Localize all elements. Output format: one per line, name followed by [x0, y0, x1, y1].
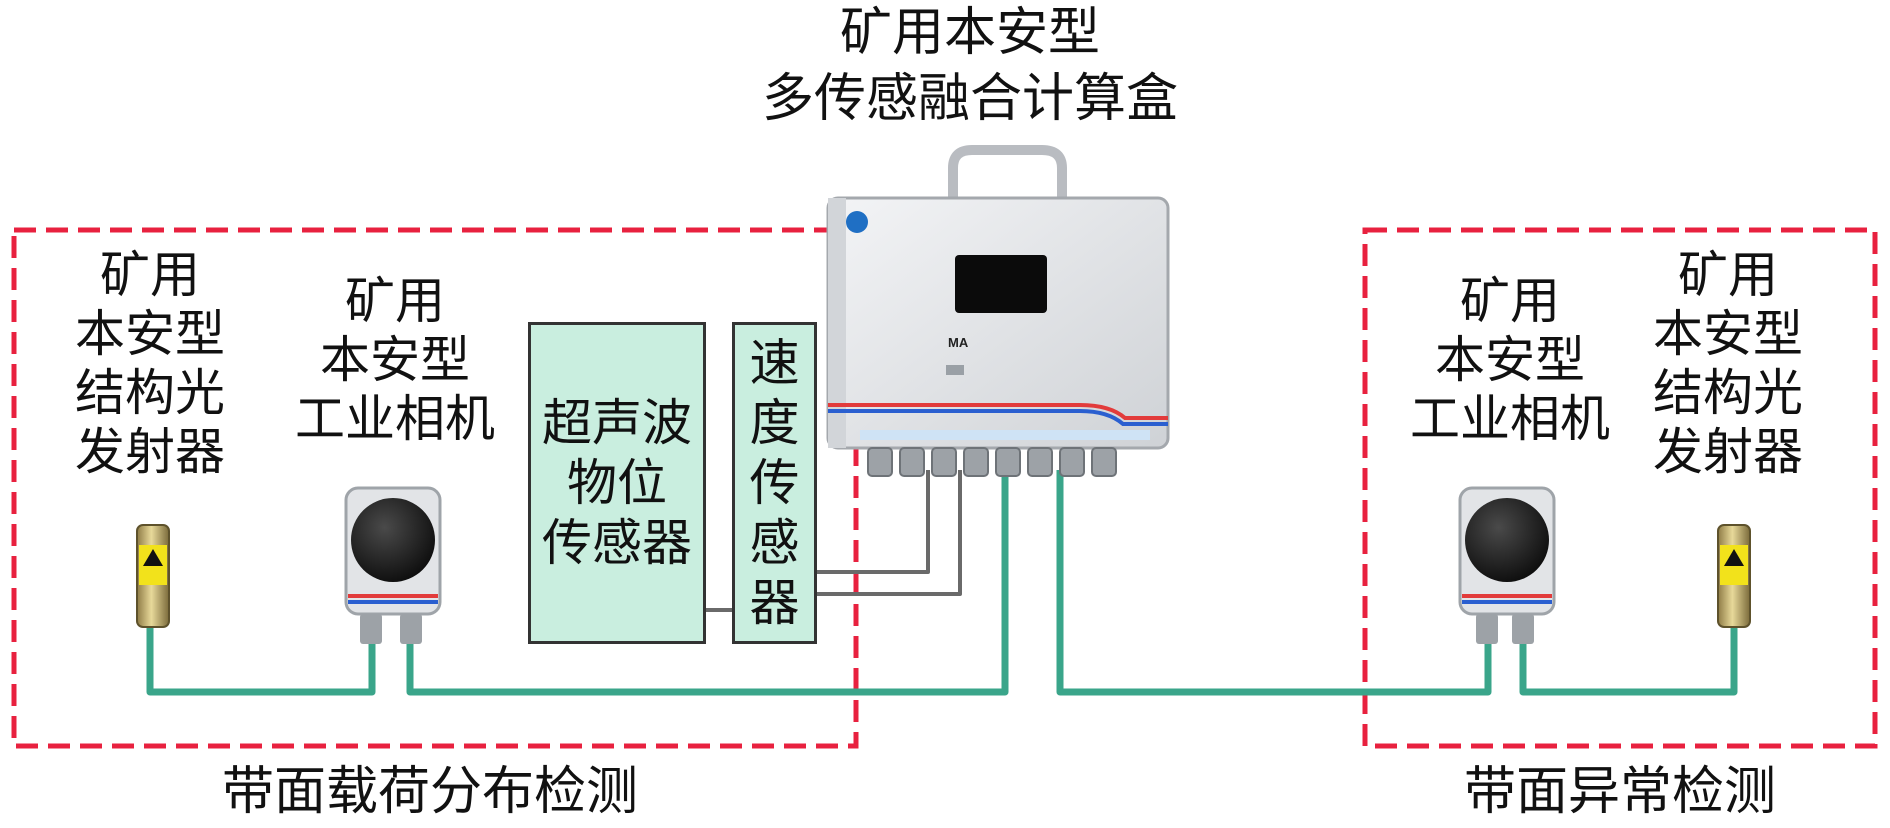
right-structured-light-label: 矿用 本安型 结构光 发射器 — [1653, 246, 1803, 481]
carry-handle — [948, 145, 1067, 200]
speed-sensor-label: 速 度 传 感 器 — [749, 334, 800, 632]
cable-left-camera — [406, 470, 1009, 696]
brand-logo-icon — [846, 211, 868, 233]
cable-speed-1 — [815, 470, 930, 574]
left-camera-label: 矿用 本安型 工业相机 — [295, 272, 495, 448]
ma-mark: MA — [948, 335, 969, 350]
cable-glands — [867, 447, 1117, 477]
left-structured-light-emitter — [136, 524, 170, 628]
fusion-box-title: 矿用本安型 多传感融合计算盒 — [761, 3, 1178, 129]
ultrasonic-sensor-label: 超声波 物位 传感器 — [542, 394, 692, 572]
right-industrial-camera — [1458, 486, 1556, 644]
cables — [146, 470, 1738, 696]
left-group-caption: 带面载荷分布检测 — [221, 762, 638, 822]
left-structured-light-label: 矿用 本安型 结构光 发射器 — [75, 246, 225, 481]
cable-speed-2 — [815, 470, 962, 596]
cable-left-light — [146, 625, 376, 696]
speed-sensor: 速 度 传 感 器 — [732, 322, 817, 644]
laser-warning-icon — [1724, 549, 1744, 566]
right-group-caption: 带面异常检测 — [1463, 762, 1776, 822]
cable-right-light — [1519, 625, 1738, 696]
laser-warning-icon — [143, 549, 163, 566]
right-structured-light-emitter — [1717, 524, 1751, 628]
camera-lens-icon — [351, 498, 435, 582]
fusion-box-device: MA — [826, 145, 1170, 477]
right-camera-label: 矿用 本安型 工业相机 — [1410, 272, 1610, 448]
cable-right-camera — [1056, 470, 1492, 696]
left-industrial-camera — [344, 486, 442, 644]
left-group-border — [11, 227, 859, 749]
ultrasonic-level-sensor: 超声波 物位 传感器 — [528, 322, 706, 644]
right-group-border — [1362, 227, 1878, 749]
display-screen — [955, 255, 1047, 313]
camera-lens-icon — [1465, 498, 1549, 582]
